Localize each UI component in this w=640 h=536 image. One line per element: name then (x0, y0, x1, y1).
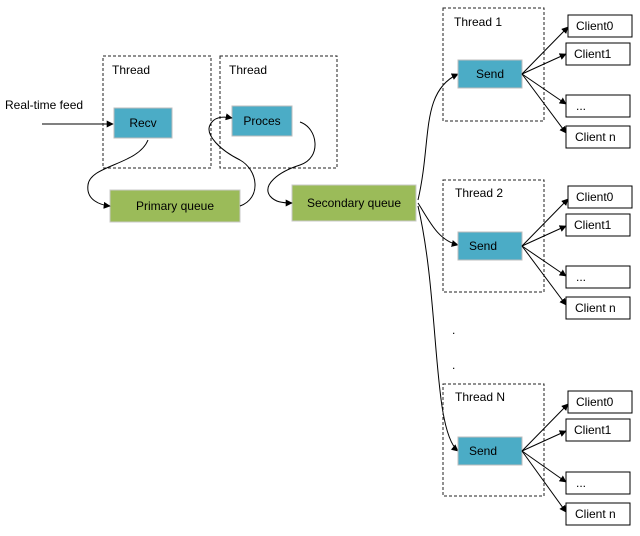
send-thread-1: Thread 1 Send Client0 Client1 ... Client… (442, 7, 633, 149)
thread-n-client-more-label: ... (576, 476, 586, 490)
send-n-label: Send (469, 444, 497, 458)
send-thread-n-frame (442, 383, 545, 497)
thread-1-client0-box (567, 14, 633, 38)
secondary-to-send2-arrow (417, 202, 459, 247)
thread-2-clientn-box (565, 296, 631, 320)
thread-1-client-more-box (565, 94, 631, 118)
proc-thread-frame (219, 55, 338, 169)
send-thread-n: Thread N Send Client0 Client1 ... Client… (442, 383, 633, 526)
thread-n-client1-label: Client1 (574, 423, 612, 437)
thread-1-clientn-label: Client n (575, 130, 616, 144)
ellipsis-dot-1: . (452, 323, 455, 337)
thread-1-client-more-label: ... (576, 99, 586, 113)
send-1-to-client-more (521, 73, 567, 105)
ellipsis-dot-2: . (452, 358, 455, 372)
primary-queue-label: Primary queue (136, 199, 214, 213)
send-thread-n-label: Thread N (455, 390, 505, 404)
thread-2-client0-label: Client0 (576, 190, 614, 204)
send-1-to-clientn (521, 73, 567, 134)
primary-to-proc-arrow (208, 113, 256, 207)
proc-box: Proces (231, 105, 293, 137)
proc-thread-label: Thread (229, 63, 267, 77)
recv-thread-label: Thread (112, 63, 150, 77)
thread-n-client0-box (567, 390, 633, 414)
send-2-box (457, 231, 523, 261)
thread-2-client1-label: Client1 (574, 218, 612, 232)
thread-1-client0-label: Client0 (576, 19, 614, 33)
send-1-to-client0 (521, 26, 569, 75)
recv-to-primary-arrow (87, 139, 149, 209)
thread-n-clientn-box (565, 502, 631, 526)
send-n-to-client1 (521, 430, 567, 452)
thread-2-clientn-label: Client n (575, 301, 616, 315)
thread-n-client1-box (565, 418, 631, 442)
proc-to-secondary-arrow (267, 121, 316, 207)
thread-n-client0-label: Client0 (576, 395, 614, 409)
send-n-to-client0 (521, 403, 569, 452)
thread-1-client1-box (565, 42, 631, 66)
secondary-queue-label: Secondary queue (307, 196, 401, 210)
thread-2-client1-box (565, 213, 631, 237)
send-n-to-clientn (521, 450, 567, 513)
proc-label: Proces (243, 114, 280, 128)
thread-n-clientn-label: Client n (575, 507, 616, 521)
secondary-queue-box: Secondary queue (291, 184, 417, 222)
recv-box: Recv (113, 107, 173, 139)
thread-1-client1-label: Client1 (574, 47, 612, 61)
send-2-to-clientn (521, 245, 567, 306)
send-2-to-client0 (521, 198, 569, 247)
send-1-label: Send (476, 67, 504, 81)
thread-2-client-more-label: ... (576, 270, 586, 284)
send-thread-2: Thread 2 Send Client0 Client1 ... Client… (442, 179, 633, 320)
secondary-to-send1-arrow (417, 73, 459, 201)
primary-queue-box: Primary queue (109, 189, 241, 223)
send-2-label: Send (469, 239, 497, 253)
feed-label: Real-time feed (5, 98, 83, 112)
send-2-to-client-more (521, 245, 567, 277)
thread-2-client-more-box (565, 265, 631, 289)
send-thread-2-label: Thread 2 (455, 186, 503, 200)
thread-n-client-more-box (565, 471, 631, 495)
thread-1-clientn-box (565, 125, 631, 149)
send-1-to-client1 (521, 53, 567, 75)
send-2-to-client1 (521, 225, 567, 247)
secondary-to-sendN-arrow (417, 205, 459, 452)
recv-label: Recv (129, 116, 156, 130)
send-n-box (457, 436, 523, 466)
send-thread-1-label: Thread 1 (454, 15, 502, 29)
send-n-to-client-more (521, 450, 567, 483)
thread-2-client0-box (567, 185, 633, 209)
